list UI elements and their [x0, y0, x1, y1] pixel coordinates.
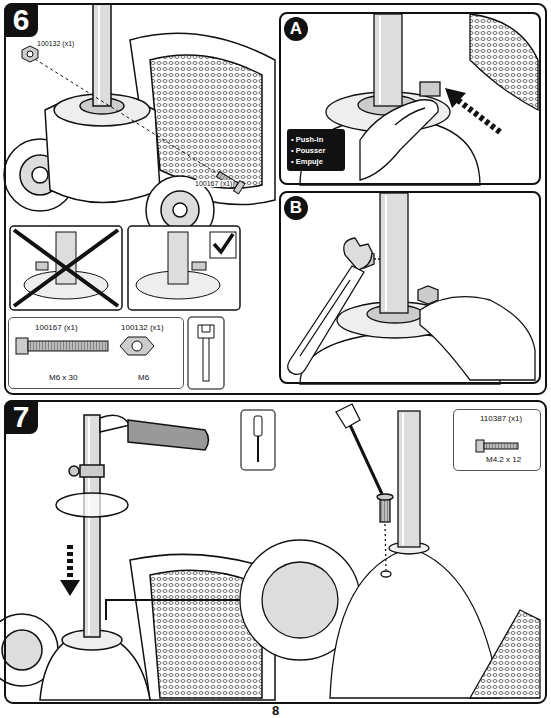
part-number: 100132 (x1)	[121, 323, 164, 332]
part-size: M4.2 x 12	[486, 455, 521, 464]
wrong-way-inset	[10, 226, 122, 310]
detail-inset: A • Push-in• Pousser• Empuje	[279, 12, 541, 185]
step-number: 6	[4, 3, 38, 37]
screwdriver-icon	[241, 410, 275, 470]
part-size: M6	[138, 373, 149, 382]
inset-letter: B	[284, 196, 308, 220]
part-callout: 100132 (x1)	[36, 40, 75, 47]
inset-b-drawing	[300, 193, 535, 384]
parts-panel: 110387 (x1) M4.2 x 12	[453, 409, 541, 471]
scooter-base-6	[4, 4, 275, 244]
page-number: 8	[271, 703, 280, 718]
part-callout: 100167 (x1)	[194, 180, 233, 187]
step-panel: 6 A • Push-in• Pousser• EmpujeB 100167 (x1)…	[4, 3, 547, 395]
insert-arrow	[60, 545, 80, 596]
instruction-text: • Empuje	[291, 156, 341, 167]
instruction-text: • Push-in	[291, 134, 341, 145]
screw-part	[476, 440, 518, 452]
part-number: 100167 (x1)	[35, 323, 78, 332]
scooter-base-7	[0, 415, 275, 700]
step-number: 7	[4, 400, 38, 434]
step-panel: 7 110387 (x1) M4.2 x 12	[4, 400, 547, 704]
inset-7-drawing	[240, 404, 540, 698]
wrench	[288, 238, 372, 374]
detail-inset: B	[279, 191, 541, 384]
part-number: 110387 (x1)	[480, 414, 522, 423]
inset-letter: A	[284, 17, 308, 41]
bolt-part	[16, 338, 108, 354]
part-size: M6 x 30	[49, 373, 77, 382]
instruction-box: • Push-in• Pousser• Empuje	[287, 129, 345, 171]
push-arrow	[445, 88, 500, 132]
right-way-inset	[128, 226, 240, 310]
nut-part	[120, 337, 154, 355]
instruction-text: • Pousser	[291, 145, 341, 156]
nut-6	[22, 46, 38, 62]
wrench-icon	[188, 317, 224, 389]
parts-panel: 100167 (x1) 100132 (x1) M6 x 30 M6	[8, 317, 184, 389]
